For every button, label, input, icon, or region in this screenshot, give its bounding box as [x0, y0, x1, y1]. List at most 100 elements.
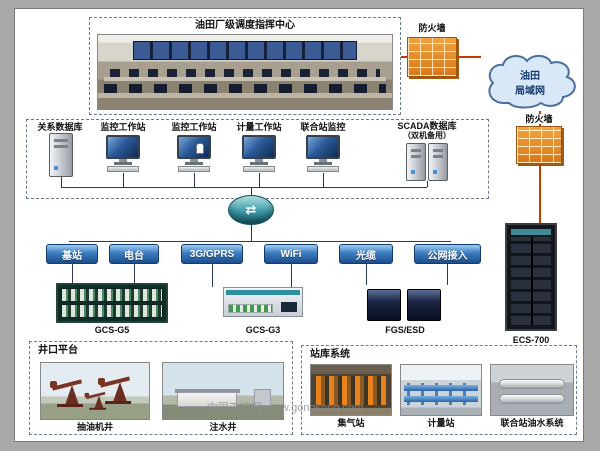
pumpjack-photo	[40, 362, 150, 420]
connector-line	[194, 173, 195, 187]
station-system-group: 站库系统 集气站 计量站 联合站油水系统	[301, 345, 577, 435]
workstation-icon	[176, 135, 212, 173]
cloud-icon	[488, 55, 576, 109]
connector-line	[251, 225, 252, 241]
pumpjack-icon	[49, 379, 86, 407]
photo-label: 抽油机井	[76, 422, 113, 432]
monitor-row	[103, 83, 387, 94]
firewall-top-label: 防火墙	[418, 23, 446, 33]
monitor-row	[109, 69, 381, 78]
connector-line	[291, 264, 292, 287]
video-wall	[133, 40, 357, 61]
equipment-label: ECS-700	[512, 335, 550, 345]
tank-icon	[499, 379, 565, 389]
connector-line	[447, 264, 448, 285]
connector-line	[134, 264, 135, 283]
workstation-label: 计量工作站	[236, 122, 282, 132]
link-wifi: WiFi	[264, 244, 318, 264]
monitor-icon	[177, 135, 211, 159]
monitor-icon	[106, 135, 140, 159]
connector-line	[323, 173, 324, 187]
link-public-network: 公网接入	[414, 244, 481, 264]
workstation-icon	[241, 135, 277, 173]
scada-db-note: （双机备用）	[403, 131, 451, 140]
hand-cursor-icon	[196, 143, 204, 154]
link-fiber: 光缆	[339, 244, 393, 264]
cloud-label: 油田 局域网	[515, 71, 545, 97]
scada-server-icon	[406, 143, 426, 181]
database-server-icon	[49, 133, 73, 177]
wellhead-title: 井口平台	[38, 345, 78, 356]
link-radio: 电台	[109, 244, 159, 264]
keyboard-icon	[107, 166, 139, 172]
oil-water-system-photo	[490, 364, 574, 416]
fgs-esd-units	[367, 287, 443, 321]
connector-line	[539, 164, 541, 223]
equipment-label: GCS-G5	[94, 325, 130, 335]
esd-unit-icon	[407, 289, 441, 321]
desk-row	[98, 93, 392, 98]
photo-label: 注水井	[209, 422, 237, 432]
scada-server-icon	[428, 143, 448, 181]
link-base-station: 基站	[46, 244, 98, 264]
network-bus-line	[69, 241, 451, 242]
connector-line	[61, 187, 427, 188]
pipe-rack-icon	[315, 376, 387, 405]
fgs-unit-icon	[367, 289, 401, 321]
pipe-icon	[404, 396, 478, 402]
connector-line	[251, 187, 252, 195]
router-icon: ⇄	[228, 195, 274, 225]
keyboard-icon	[178, 166, 210, 172]
workstation-label: 联合站监控	[300, 122, 346, 132]
station-system-title: 站库系统	[310, 349, 350, 360]
photo-label: 计量站	[427, 418, 455, 428]
firewall-right-label: 防火墙	[512, 114, 566, 125]
photo-label: 联合站油水系统	[500, 418, 564, 428]
scada-db-label: SCADA数据库	[397, 121, 457, 131]
tank-icon	[254, 388, 271, 406]
pipe-icon	[404, 385, 478, 391]
connector-line	[457, 56, 481, 58]
keyboard-icon	[243, 166, 275, 172]
connector-line	[427, 181, 428, 187]
desk-row	[103, 77, 387, 81]
connector-line	[61, 177, 62, 187]
equipment-label: GCS-G3	[245, 325, 281, 335]
connector-line	[72, 264, 73, 283]
workstation-label: 监控工作站	[100, 122, 146, 132]
photo-label: 集气站	[337, 418, 365, 428]
connector-line	[259, 173, 260, 187]
control-center-title: 油田厂级调度指挥中心	[195, 20, 295, 31]
connector-line	[366, 264, 367, 285]
database-label: 关系数据库	[37, 122, 83, 132]
gcs-g3-controller	[223, 287, 303, 317]
equipment-label: FGS/ESD	[385, 325, 425, 335]
ecs-700-cabinet	[505, 223, 557, 331]
gas-gathering-photo	[310, 364, 392, 416]
gcs-g5-rack	[56, 283, 168, 323]
connector-line	[401, 56, 407, 58]
injection-well-photo	[162, 362, 284, 420]
diagram-panel: 油田厂级调度指挥中心 防火墙 油田 局域网 防火墙	[14, 8, 584, 442]
keyboard-icon	[307, 166, 339, 172]
firewall-icon	[407, 37, 457, 77]
tank-icon	[499, 394, 565, 404]
oilfield-lan-cloud: 油田 局域网	[479, 51, 581, 113]
workstation-label: 监控工作站	[171, 122, 217, 132]
workstation-icon	[305, 135, 341, 173]
monitor-icon	[242, 135, 276, 159]
watermark: 中国工控网 www.gongkong.com	[206, 402, 364, 414]
pumpjack-icon	[84, 391, 108, 410]
metering-station-photo	[400, 364, 482, 416]
firewall-icon	[516, 126, 562, 164]
pumpjack-icon	[98, 376, 134, 405]
wellhead-group: 井口平台 抽油机井 注水井	[29, 341, 293, 435]
control-center-group: 油田厂级调度指挥中心	[89, 17, 401, 115]
connector-line	[212, 264, 213, 287]
connector-line	[123, 173, 124, 187]
link-3g-gprs: 3G/GPRS	[181, 244, 243, 264]
control-room-photo	[97, 34, 393, 110]
workstation-icon	[105, 135, 141, 173]
building-icon	[177, 392, 238, 407]
